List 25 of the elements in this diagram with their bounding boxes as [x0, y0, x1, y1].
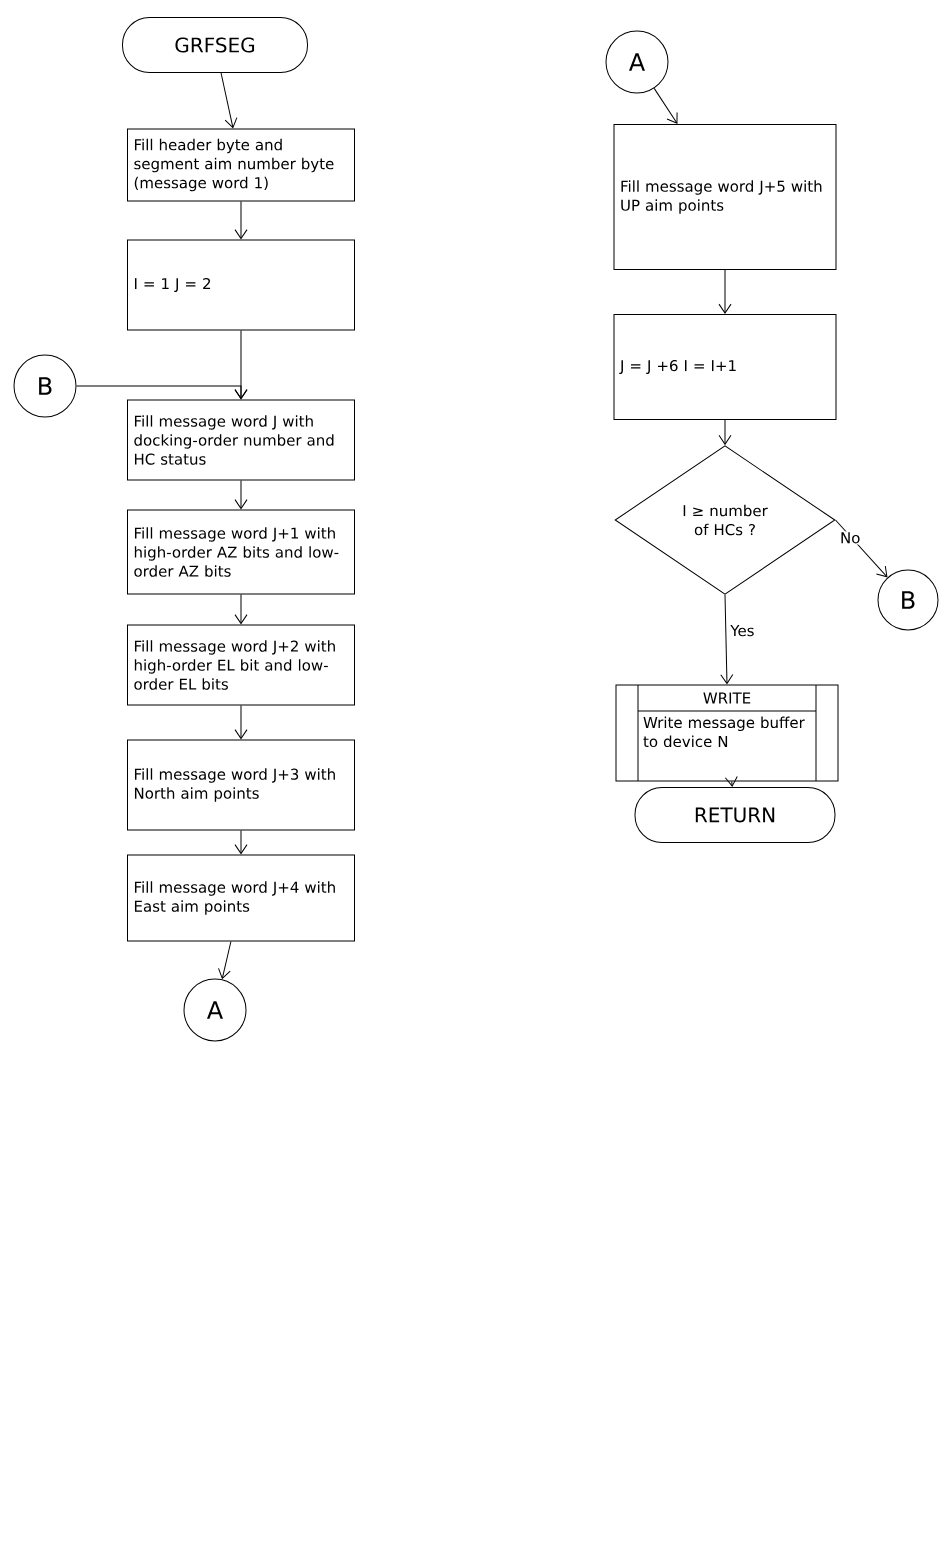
process-box: I = 1 J = 2 — [127, 239, 355, 331]
process-box: Fill message word J+3 with North aim points — [127, 739, 355, 831]
arrow — [835, 519, 888, 578]
process-box: Fill message word J+1 with high-order AZ bits and low-order AZ bits — [127, 509, 355, 595]
arrow — [718, 269, 732, 314]
process-box: Fill header byte and segment aim number byte (message word 1) — [127, 128, 355, 202]
process-box: Fill message word J+2 with high-order EL bit and low-order EL bits — [127, 624, 355, 706]
process-box: J = J +6 I = I+1 — [613, 314, 837, 420]
arrow — [718, 419, 732, 445]
process-box: Fill message word J with docking-order number and HC status — [127, 399, 355, 481]
arrow — [234, 201, 248, 240]
process-box: Fill message word J+5 with UP aim points — [613, 124, 837, 270]
arrow — [218, 941, 232, 979]
arrow — [234, 705, 248, 740]
predefined-process-box: WRITE Write message buffer to device N — [615, 684, 839, 782]
arrow — [234, 830, 248, 855]
arrow — [220, 72, 238, 129]
edge-label: Yes — [729, 624, 756, 638]
arrow — [720, 594, 734, 685]
arrow — [653, 87, 678, 124]
arrow — [76, 385, 248, 400]
edge-label: No — [839, 531, 862, 545]
process-box: Fill message word J+4 with East aim points — [127, 854, 355, 942]
arrow — [234, 594, 248, 625]
arrow — [234, 480, 248, 510]
